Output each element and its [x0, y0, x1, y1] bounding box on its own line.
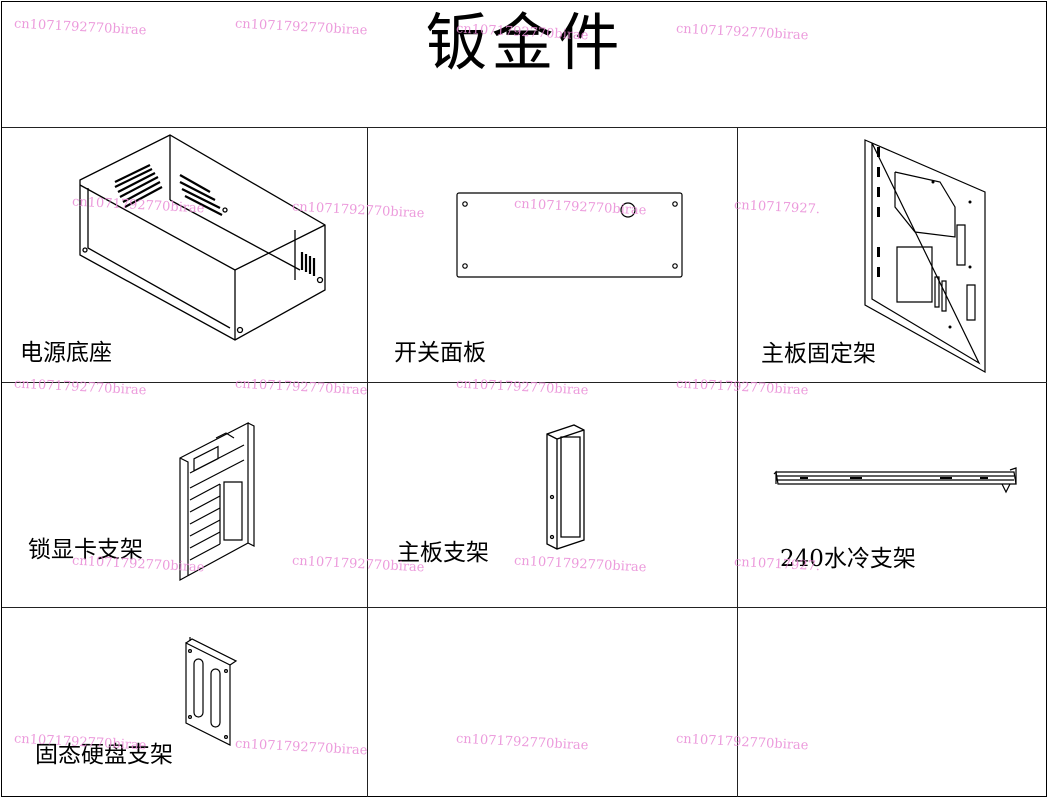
- gpu-lock-bracket-icon: [176, 418, 258, 583]
- part-label-radiator-bracket: 240水冷支架: [780, 546, 916, 572]
- part-label-ssd-bracket: 固态硬盘支架: [35, 742, 173, 768]
- grid-line: [2, 607, 1047, 608]
- motherboard-bracket-icon: [544, 422, 588, 552]
- part-label-switch-panel: 开关面板: [394, 340, 486, 366]
- radiator-bracket-icon: [770, 466, 1020, 494]
- part-label-gpu-bracket: 锁显卡支架: [28, 537, 143, 563]
- grid-line: [367, 127, 368, 797]
- grid-line: [2, 382, 1047, 383]
- ssd-bracket-icon: [182, 637, 238, 749]
- grid-line: [737, 127, 738, 797]
- part-label-motherboard-bracket: 主板支架: [397, 540, 489, 566]
- part-label-motherboard-tray: 主板固定架: [761, 341, 876, 367]
- page-title: 钣金件: [425, 6, 624, 79]
- grid-line: [2, 127, 1047, 128]
- psu-base-chassis-icon: [70, 130, 340, 345]
- motherboard-tray-icon: [855, 137, 995, 377]
- switch-panel-icon: [455, 190, 685, 282]
- part-label-psu-base: 电源底座: [20, 340, 112, 366]
